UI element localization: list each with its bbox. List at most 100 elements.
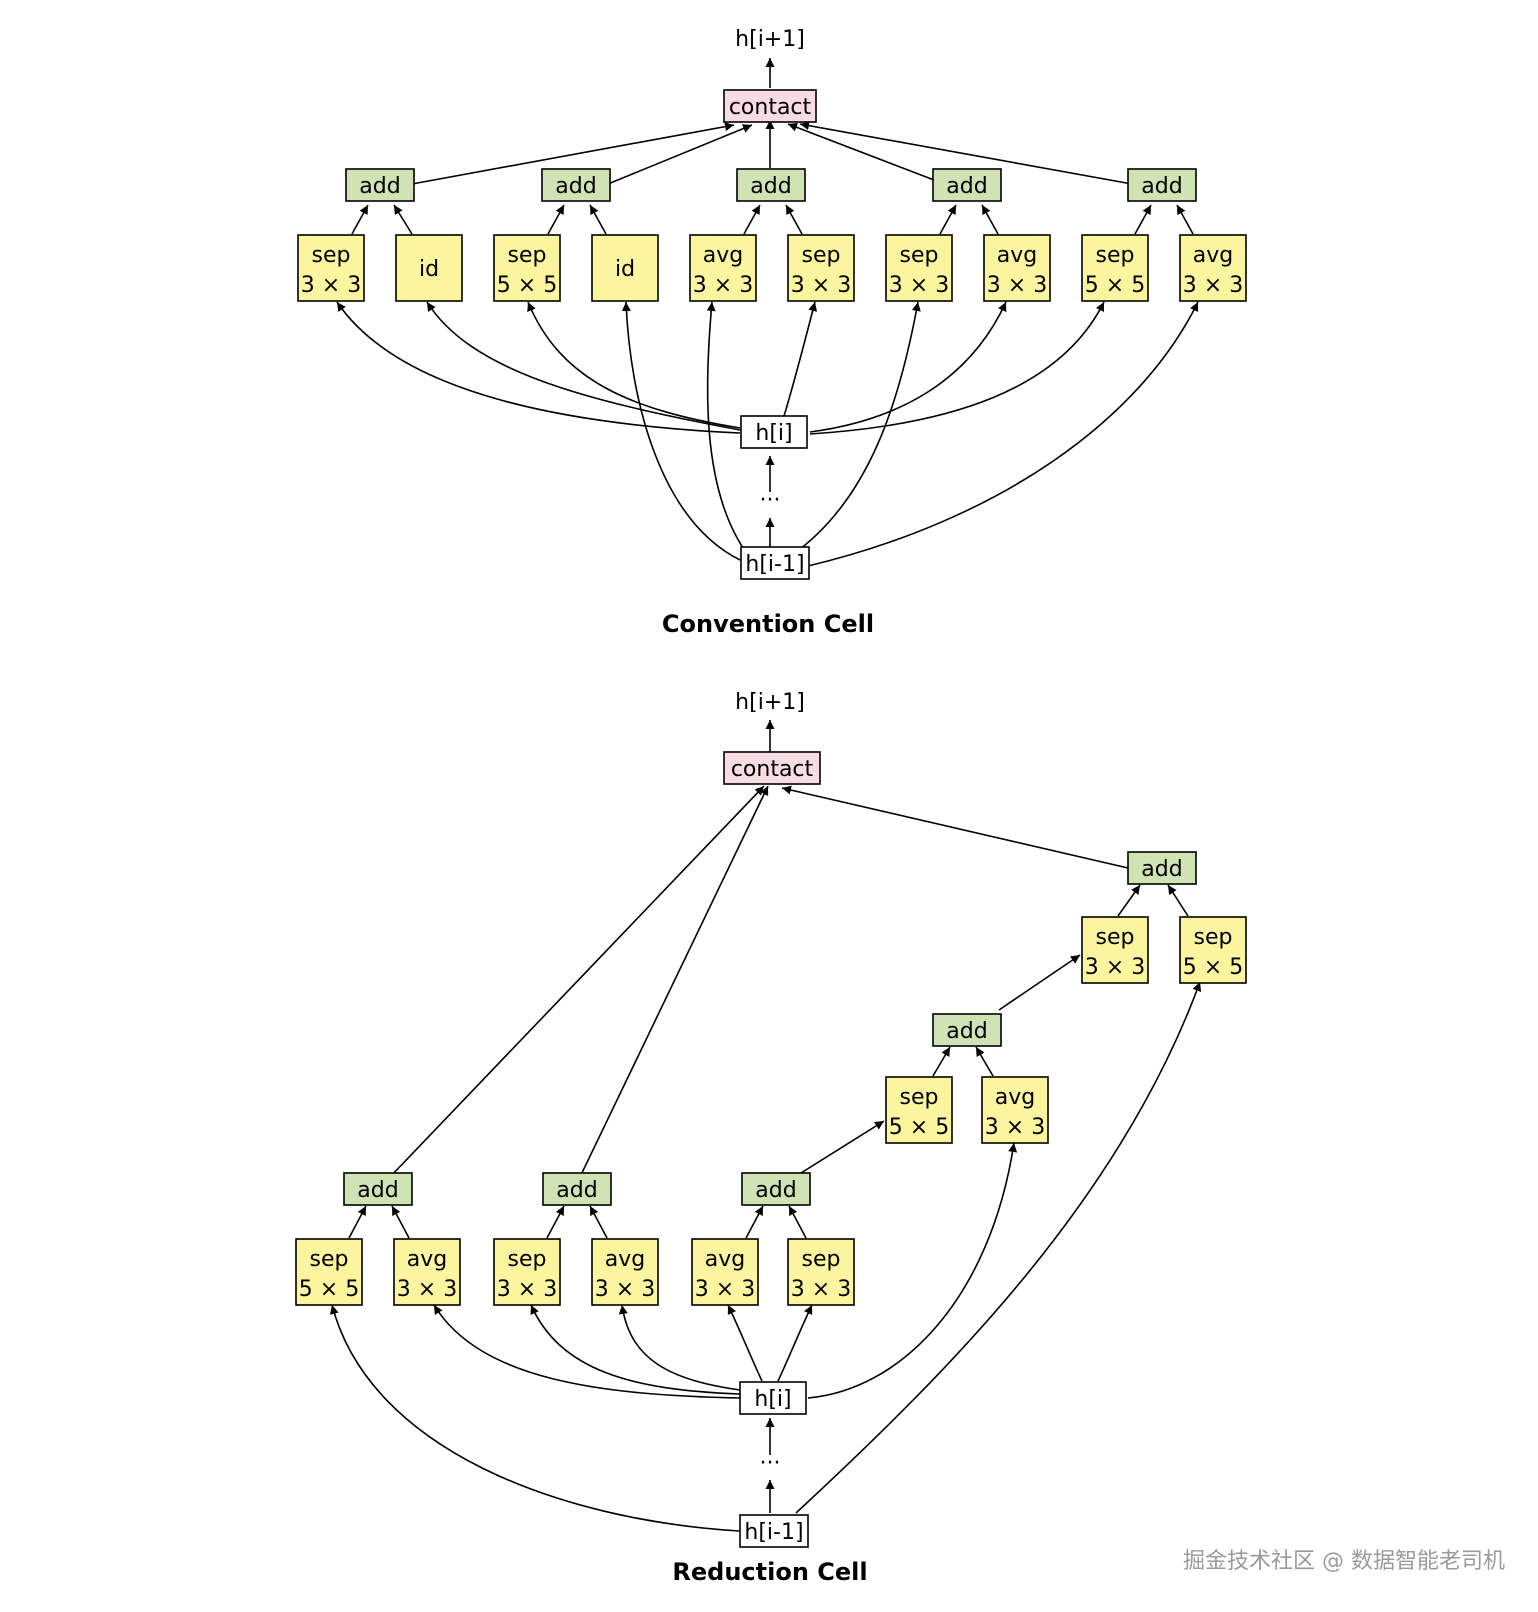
op-node: avg 3 × 3	[591, 1238, 659, 1306]
add-node: add	[932, 1013, 1002, 1047]
edge-op7-add4	[939, 204, 957, 235]
op-line1: avg	[997, 243, 1037, 268]
edge-op2-addA	[391, 1205, 410, 1239]
add-label: add	[946, 1019, 987, 1044]
op-node: id	[395, 234, 463, 302]
op-line2: 5 × 5	[299, 1277, 359, 1302]
op-node: sep 3 × 3	[297, 234, 365, 302]
edge-op9-add5	[1134, 204, 1152, 235]
edge-add5-concat	[799, 121, 1133, 185]
edge-sep55m-addM	[932, 1046, 951, 1077]
op-line1: sep	[508, 243, 547, 268]
op-line2: 3 × 3	[987, 273, 1047, 298]
edge-hi-op6	[777, 1304, 813, 1382]
edge-op4-addB	[589, 1205, 608, 1239]
edge-add1-concat	[411, 122, 735, 185]
op-line2: 3 × 3	[791, 273, 851, 298]
edge-hi-op4	[618, 1304, 741, 1391]
op-line1: sep	[1096, 925, 1135, 950]
op-line1: sep	[1194, 925, 1233, 950]
op-line1: sep	[1096, 243, 1135, 268]
edge-add4-concat	[787, 123, 935, 181]
op-line2: 3 × 3	[1085, 955, 1145, 980]
convention-caption: Convention Cell	[662, 610, 874, 638]
add-label: add	[946, 174, 987, 199]
add-label: add	[555, 174, 596, 199]
edge-hi-op5	[727, 1304, 763, 1382]
hprev-node	[739, 1514, 809, 1548]
op-line1: sep	[802, 243, 841, 268]
edge-avgm-addM	[975, 1046, 994, 1077]
reduction-edges	[329, 720, 1202, 1532]
op-line2: 5 × 5	[1085, 273, 1145, 298]
edge-hprev-op10	[807, 301, 1199, 567]
op-node: sep 3 × 3	[1081, 916, 1149, 984]
edge-hprev-op4	[621, 301, 741, 561]
convention-edges	[336, 58, 1199, 567]
add-node: add	[541, 168, 611, 202]
edge-addM-sep33	[998, 954, 1081, 1011]
add-node: add	[1127, 168, 1197, 202]
add-node: add	[741, 1172, 811, 1206]
op-line1: sep	[310, 1247, 349, 1272]
add-node: add	[736, 168, 806, 202]
output-label: h[i+1]	[735, 27, 805, 52]
op-node: sep 5 × 5	[295, 1238, 363, 1306]
edge-op6-addC	[788, 1205, 807, 1239]
op-node: sep 5 × 5	[493, 234, 561, 302]
op-node: sep 5 × 5	[1081, 234, 1149, 302]
edge-hi-op9	[809, 301, 1105, 435]
op-line2: 3 × 3	[497, 1277, 557, 1302]
edge-hi-op2	[433, 1304, 741, 1399]
edge-hi-op2	[426, 301, 741, 431]
op-node: avg 3 × 3	[1179, 234, 1247, 302]
op-line2: 3 × 3	[595, 1277, 655, 1302]
edge-op8-add4	[981, 204, 999, 235]
reduction-cell: h[i+1] contact add sep 3 × 3 sep 5 × 5 a…	[295, 690, 1247, 1586]
edge-hi-op3	[527, 301, 741, 429]
concat-label: contact	[731, 757, 814, 782]
add-label: add	[755, 1178, 796, 1203]
add-label: add	[359, 174, 400, 199]
hprev-label: h[i-1]	[745, 552, 804, 577]
op-node: sep 3 × 3	[787, 234, 855, 302]
edge-op1-addA	[348, 1205, 367, 1239]
op-line1: avg	[1193, 243, 1233, 268]
op-node: sep 3 × 3	[493, 1238, 561, 1306]
edge-hi-op6	[783, 301, 818, 417]
op-node: sep 5 × 5	[885, 1076, 953, 1144]
op-node: avg 3 × 3	[689, 234, 757, 302]
add-label: add	[1141, 857, 1182, 882]
convention-cell: h[i+1] contact add add add add add sep 3…	[297, 27, 1247, 638]
add-node: add	[932, 168, 1002, 202]
op-line2: 3 × 3	[985, 1115, 1045, 1140]
edge-sep55-addR	[1167, 884, 1189, 917]
op-line2: 5 × 5	[497, 273, 557, 298]
op-node: avg 3 × 3	[393, 1238, 461, 1306]
op-line1: avg	[705, 1247, 745, 1272]
edge-op5-addC	[745, 1205, 764, 1239]
add-node: add	[345, 168, 415, 202]
hprev-node	[740, 546, 810, 580]
concat-node	[723, 89, 817, 123]
edge-addB-concat	[579, 785, 769, 1178]
op-line1: avg	[605, 1247, 645, 1272]
edge-hprev-op7	[791, 301, 921, 556]
op-line1: avg	[407, 1247, 447, 1272]
op-line1: avg	[995, 1085, 1035, 1110]
edge-op6-add3	[785, 204, 803, 235]
op-line2: 3 × 3	[397, 1277, 457, 1302]
output-label: h[i+1]	[735, 690, 805, 715]
watermark: 掘金技术社区 @ 数据智能老司机	[1183, 1549, 1505, 1574]
add-label: add	[556, 1178, 597, 1203]
hi-label: h[i]	[754, 1387, 791, 1412]
edge-op3-addB	[546, 1205, 565, 1239]
edge-hi-avgm	[807, 1142, 1018, 1399]
edge-op1-add1	[351, 204, 369, 235]
edge-add2-concat	[607, 124, 753, 185]
op-line1: sep	[802, 1247, 841, 1272]
op-node: sep 3 × 3	[787, 1238, 855, 1306]
add-label: add	[750, 174, 791, 199]
edge-hi-op8	[809, 301, 1007, 433]
